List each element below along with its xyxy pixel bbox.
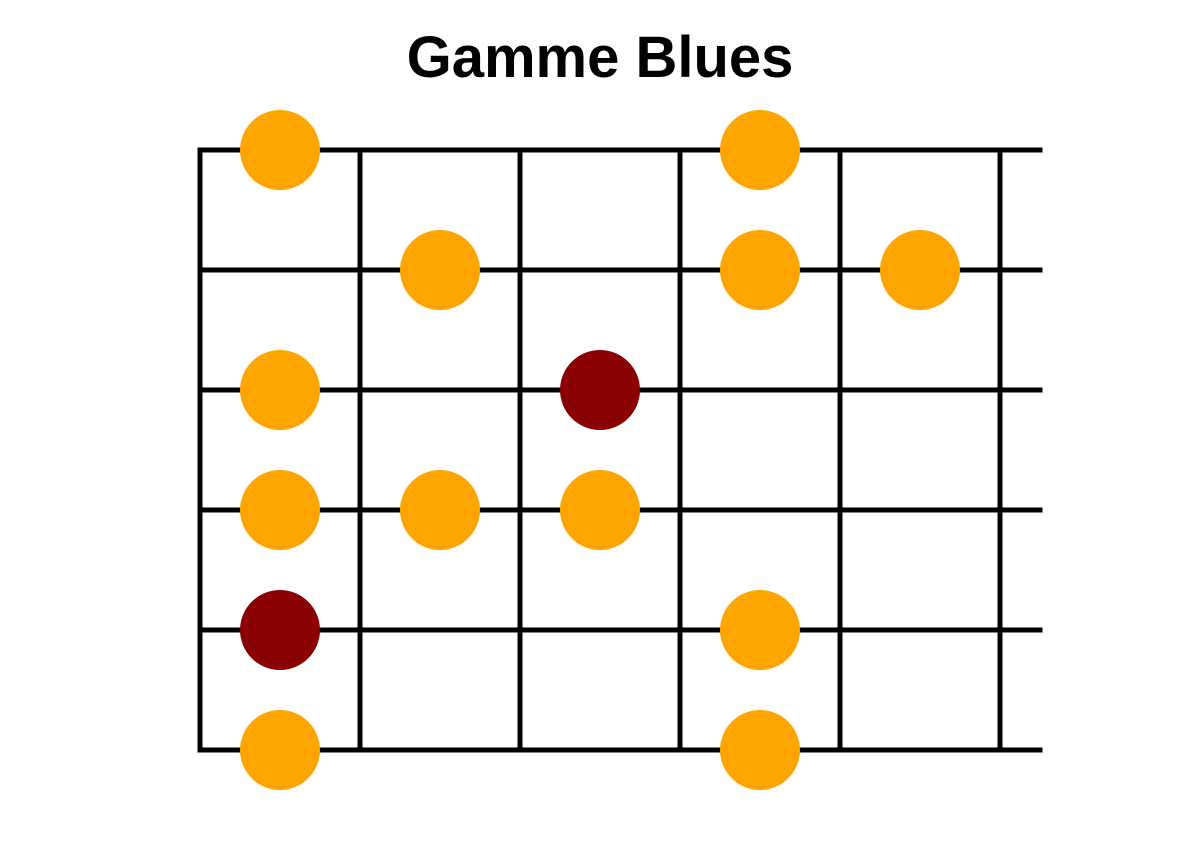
scale-note-dot-s4-f1: [240, 470, 320, 550]
scale-note-dot-s1-f4: [720, 110, 800, 190]
scale-note-dot-s2-f4: [720, 230, 800, 310]
scale-note-dot-s3-f1: [240, 350, 320, 430]
blue-note-dot-s3-f3: [560, 350, 640, 430]
scale-note-dot-s1-f1: [240, 110, 320, 190]
diagram-title: Gamme Blues: [406, 25, 794, 90]
scale-note-dot-s4-f2: [400, 470, 480, 550]
note-markers: [240, 110, 960, 790]
scale-note-dot-s2-f5: [880, 230, 960, 310]
scale-note-dot-s5-f4: [720, 590, 800, 670]
scale-note-dot-s2-f2: [400, 230, 480, 310]
blue-note-dot-s5-f1: [240, 590, 320, 670]
scale-note-dot-s6-f4: [720, 710, 800, 790]
scale-note-dot-s4-f3: [560, 470, 640, 550]
scale-note-dot-s6-f1: [240, 710, 320, 790]
